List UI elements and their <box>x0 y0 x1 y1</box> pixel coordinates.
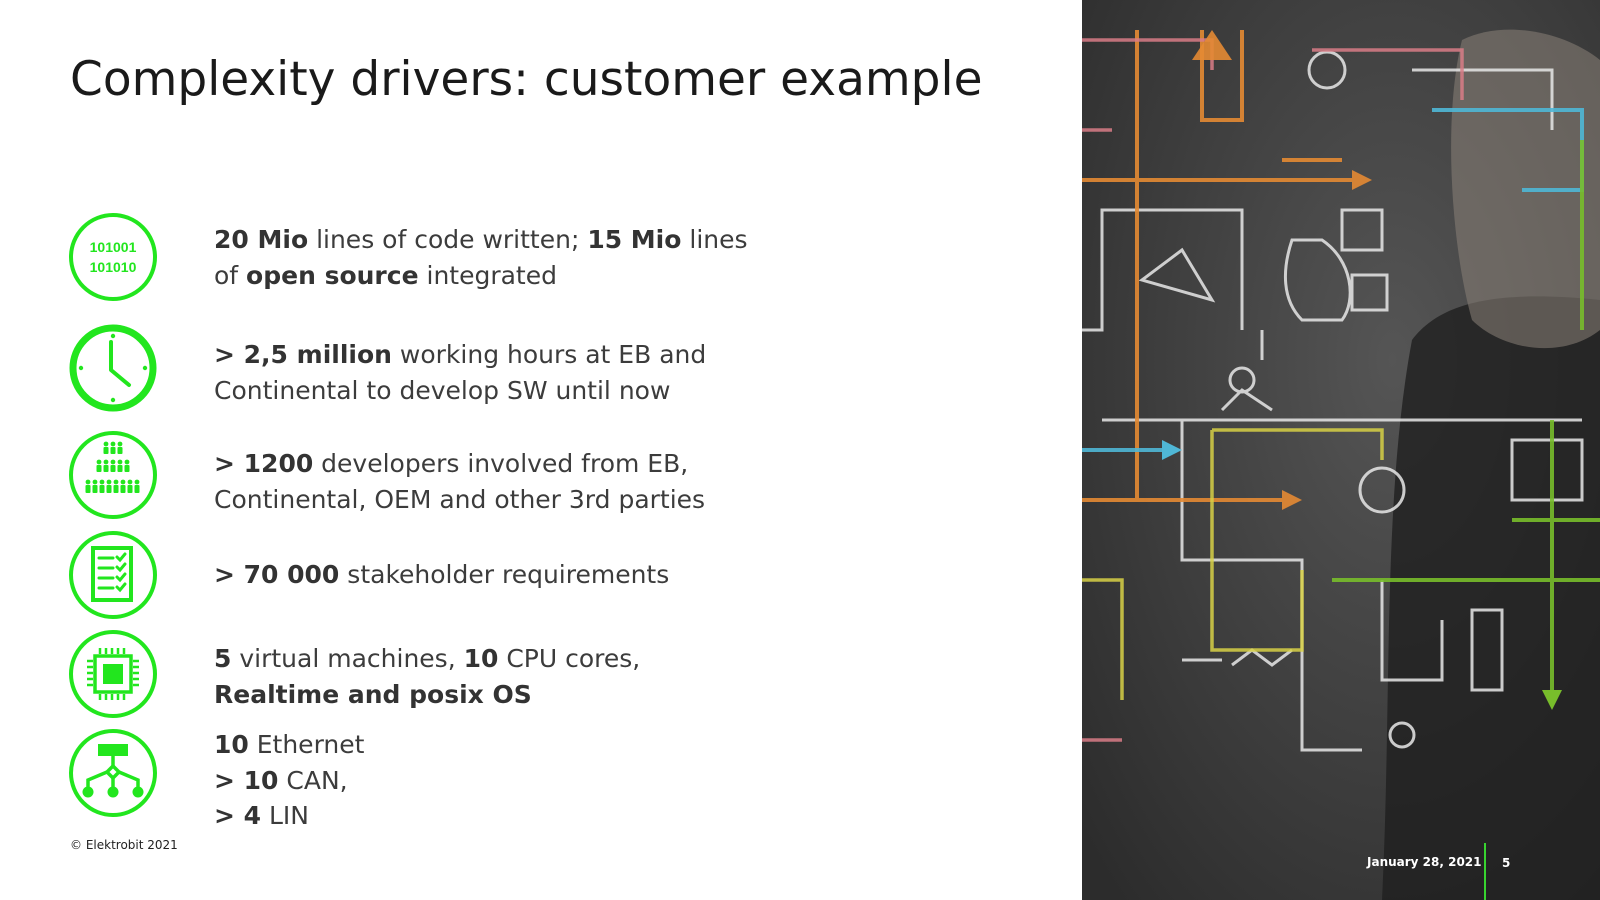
copyright-text: © Elektrobit 2021 <box>70 838 178 852</box>
page-number: 5 <box>1502 856 1511 870</box>
item-requirements: > 70 000 stakeholder requirements <box>214 560 670 589</box>
item-networks: 10 Ethernet > 10 CAN, > 4 LIN <box>214 730 365 830</box>
item-virtual-machines: 5 virtual machines, 10 CPU cores, Realti… <box>214 644 641 709</box>
item-developers: > 1200 developers involved from EB, Cont… <box>214 449 706 514</box>
binary-text-line1: 101001 <box>90 239 137 255</box>
people-group-icon <box>68 430 158 520</box>
chalkboard-photo <box>1082 0 1600 900</box>
item-code-lines: 20 Mio lines of code written; 15 Mio lin… <box>214 225 748 290</box>
item-working-hours: > 2,5 million working hours at EB and Co… <box>214 340 707 405</box>
binary-text-line2: 101010 <box>90 259 137 275</box>
network-icon <box>68 728 158 818</box>
checklist-icon <box>68 530 158 620</box>
slide-date: January 28, 2021 <box>1367 855 1482 869</box>
cpu-chip-icon <box>68 629 158 719</box>
footer-divider <box>1484 843 1486 900</box>
slide-title: Complexity drivers: customer example <box>70 52 983 107</box>
binary-icon: 101001 101010 <box>68 212 158 302</box>
clock-icon <box>68 323 158 413</box>
